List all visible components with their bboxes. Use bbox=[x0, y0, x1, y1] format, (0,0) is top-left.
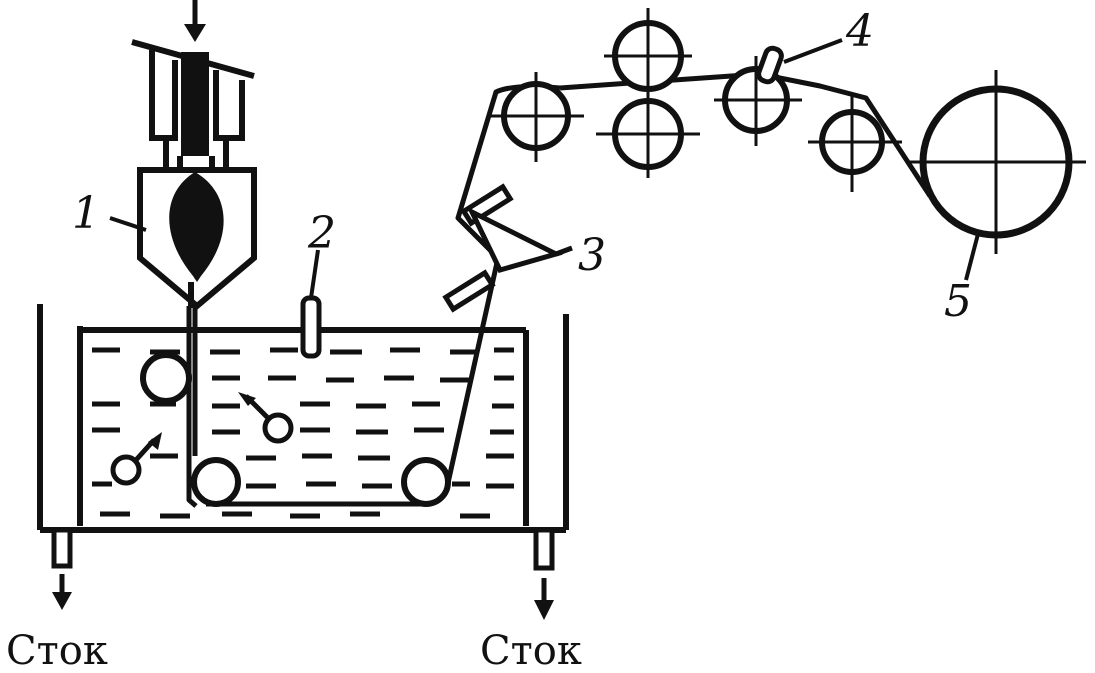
winder-center bbox=[908, 70, 1086, 254]
leader-4 bbox=[783, 38, 843, 64]
drain-left bbox=[51, 527, 73, 610]
feed-arrow bbox=[184, 0, 206, 42]
drain-label-right: Сток bbox=[480, 628, 582, 673]
drain-label-left: Сток bbox=[6, 628, 108, 673]
tank-roller-lower-right bbox=[401, 457, 451, 507]
leader-lines bbox=[109, 38, 980, 299]
label-1: 1 bbox=[72, 188, 100, 239]
leader-1 bbox=[109, 216, 147, 232]
water-hatching bbox=[92, 347, 514, 519]
blowers bbox=[442, 183, 573, 313]
leader-2 bbox=[309, 249, 320, 299]
label-2: 2 bbox=[307, 208, 336, 259]
tank-roller-lower-left bbox=[191, 457, 241, 507]
drain-right bbox=[533, 527, 555, 620]
label-4: 4 bbox=[845, 6, 874, 57]
tank-rollers bbox=[140, 352, 451, 507]
extruder-die bbox=[131, 39, 257, 310]
air-knife bbox=[300, 295, 322, 359]
label-3: 3 bbox=[578, 230, 606, 281]
roller-centers bbox=[490, 8, 902, 192]
leader-5 bbox=[964, 233, 980, 281]
label-5: 5 bbox=[944, 276, 972, 327]
adjust-rollers bbox=[110, 392, 294, 486]
tank-roller-upper bbox=[140, 352, 192, 404]
sensor bbox=[756, 45, 784, 85]
